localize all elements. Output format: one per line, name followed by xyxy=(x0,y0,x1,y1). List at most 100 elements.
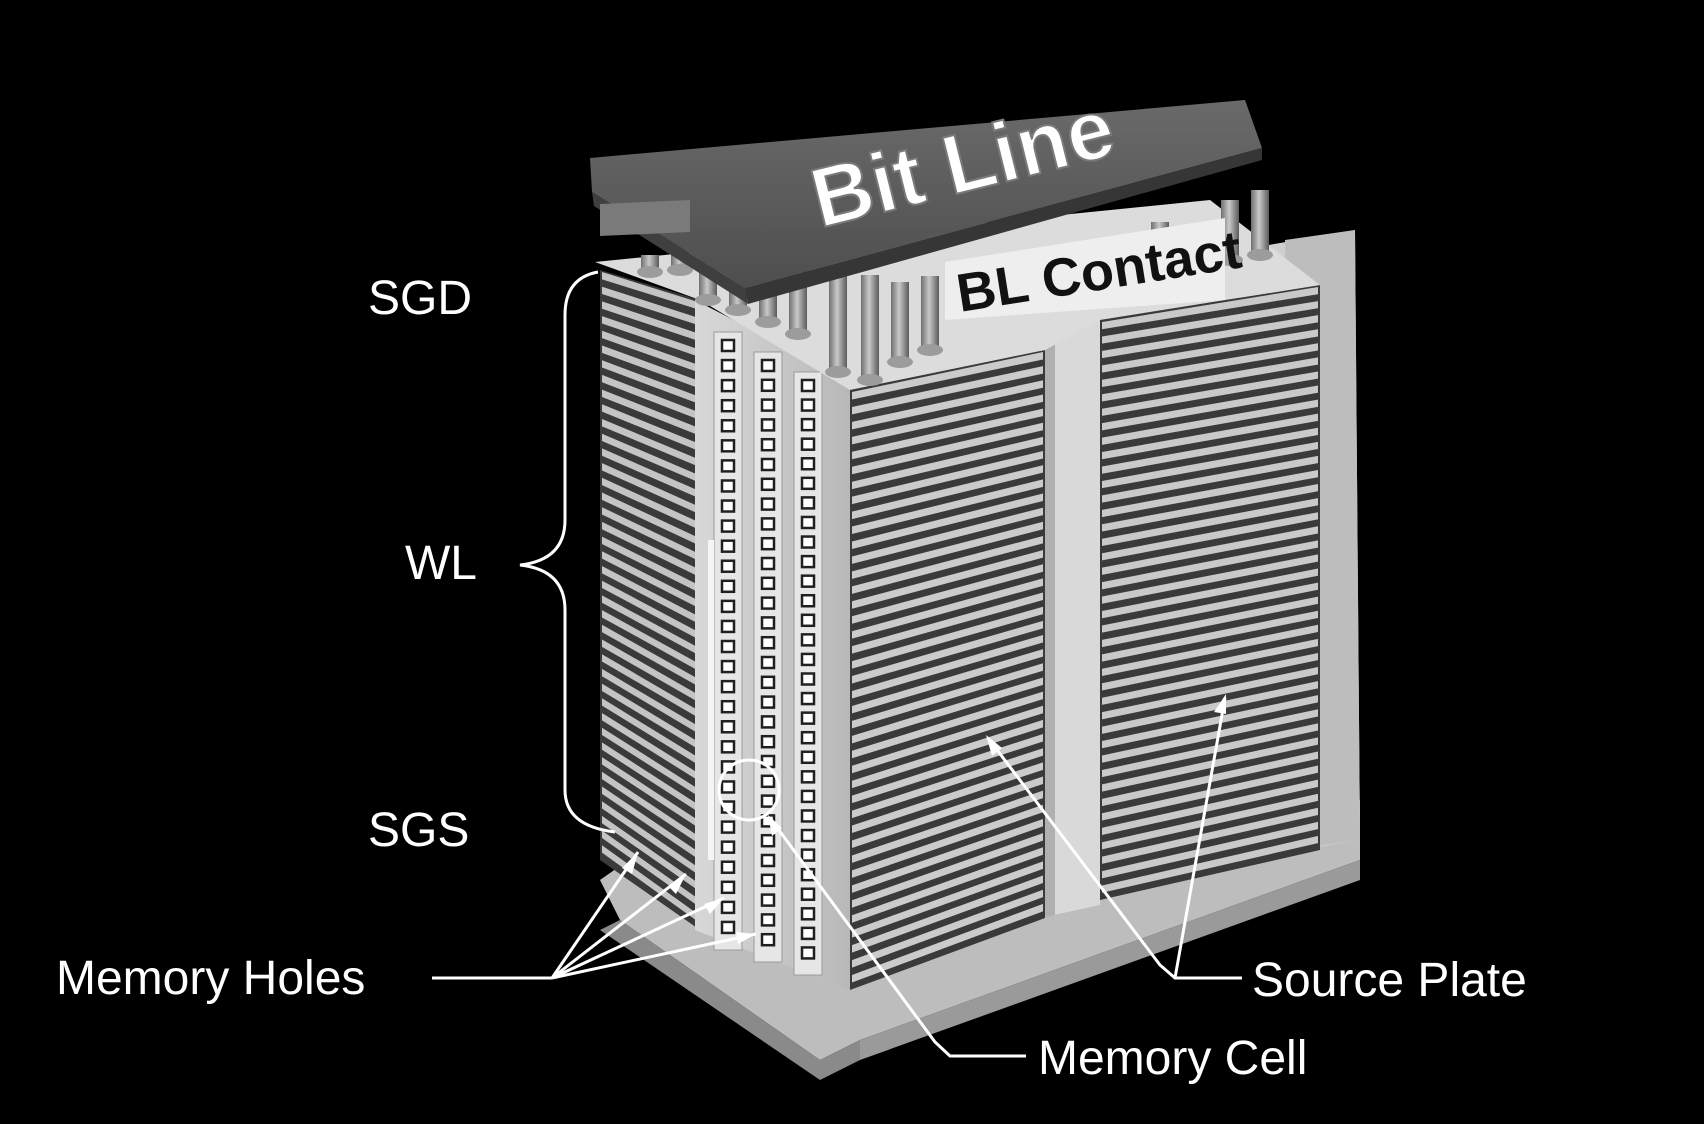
wordline-layer xyxy=(852,366,1043,415)
wordline-layer xyxy=(602,448,698,498)
memory-cell-label: Memory Cell xyxy=(1038,1032,1307,1085)
memory-cell-marker xyxy=(720,559,736,573)
wordline-layer xyxy=(1102,667,1318,720)
memory-cell-marker xyxy=(720,820,736,834)
wordline-layer xyxy=(602,360,698,404)
memory-cell-marker xyxy=(720,419,736,433)
memory-cell-marker xyxy=(800,496,816,510)
memory-cell-marker xyxy=(800,789,816,804)
memory-cell-marker xyxy=(760,774,776,789)
memory-cell-marker xyxy=(760,497,776,511)
wordline-layer xyxy=(852,352,1043,400)
wordline-layer xyxy=(852,635,1043,699)
wordline-layer xyxy=(602,389,698,435)
memory-cell-marker xyxy=(760,358,776,373)
wordline-stack-left xyxy=(600,270,700,930)
memory-cell-marker xyxy=(760,437,776,452)
wordline-layer xyxy=(602,639,698,702)
memory-cell-marker xyxy=(760,794,776,808)
wordline-layer xyxy=(602,610,698,671)
wordline-layer xyxy=(1102,596,1318,648)
wordline-layer xyxy=(602,301,698,341)
memory-cell-marker xyxy=(720,619,736,634)
wordline-layer xyxy=(852,521,1043,579)
memory-cell-marker xyxy=(800,946,816,960)
wordline-layer xyxy=(602,330,698,373)
wordline-layer xyxy=(852,889,1043,968)
memory-cell-marker xyxy=(800,907,816,921)
memory-cell-marker xyxy=(720,378,736,393)
pillar-cap xyxy=(857,374,883,386)
wordline-layer xyxy=(602,536,698,592)
memory-cell-marker xyxy=(800,613,816,628)
wordline-layer xyxy=(602,727,698,797)
wordline-layer xyxy=(1102,807,1318,864)
memory-cell-marker xyxy=(760,418,776,432)
memory-cell-marker xyxy=(760,378,776,393)
bit-line-plate xyxy=(590,100,1262,304)
wordline-layer xyxy=(852,677,1043,744)
wordline-layer xyxy=(852,436,1043,490)
wordline-layer xyxy=(852,606,1043,669)
memory-cell-marker xyxy=(800,554,816,569)
memory-cell-marker xyxy=(800,437,816,451)
memory-cell-marker xyxy=(760,655,776,670)
pillar-cap xyxy=(695,294,721,306)
wordline-layer xyxy=(1102,765,1318,821)
wordline-layer xyxy=(602,668,698,734)
wordline-layer xyxy=(602,757,698,828)
memory-cell-marker xyxy=(800,750,816,765)
memory-cell-marker xyxy=(720,699,736,714)
pillar-cap xyxy=(917,344,943,356)
memory-cell-marker xyxy=(800,398,816,412)
wordline-layer xyxy=(602,580,698,640)
wordline-layer xyxy=(1102,737,1318,792)
wordline-layer xyxy=(602,683,698,749)
memory-cell-marker xyxy=(760,695,776,709)
memory-cell-marker xyxy=(800,417,816,432)
wordline-layer xyxy=(1102,723,1318,778)
wordline-layer xyxy=(602,624,698,687)
memory-cell-marker xyxy=(800,770,816,784)
memory-cell-marker xyxy=(720,439,736,453)
memory-cell-marker xyxy=(760,556,776,571)
bl-contact-pillar xyxy=(921,276,939,350)
wordline-layer xyxy=(1102,554,1318,604)
memory-cell-marker xyxy=(720,519,736,533)
wordline-layer xyxy=(1102,385,1318,431)
memory-cell-marker xyxy=(800,574,816,588)
memory-cell-marker xyxy=(800,515,816,530)
memory-cell-marker xyxy=(760,635,776,650)
wordline-layer xyxy=(602,742,698,812)
pillar-cap xyxy=(755,316,781,328)
wordline-layer xyxy=(602,433,698,483)
memory-cell-marker xyxy=(720,860,736,874)
wordline-layer xyxy=(1102,371,1318,416)
bl-contact-pillar xyxy=(891,282,909,362)
source-plate-arrowheads xyxy=(986,694,1226,756)
wordline-layer xyxy=(852,465,1043,520)
wl-label: WL xyxy=(405,537,477,590)
wordline-layer xyxy=(852,578,1043,639)
wordline-layer xyxy=(852,493,1043,549)
wordline-layer xyxy=(852,507,1043,564)
wordline-layer xyxy=(602,771,698,844)
wordline-layer xyxy=(602,463,698,514)
memory-cell-marker xyxy=(760,398,776,412)
memory-cell-marker xyxy=(720,900,736,915)
wordline-layer xyxy=(852,422,1043,475)
wordline-layer xyxy=(602,551,698,608)
memory-cell-marker xyxy=(800,711,816,725)
wordline-layer xyxy=(1102,681,1318,734)
wordline-layer xyxy=(1102,821,1318,879)
memory-cell-marker xyxy=(760,853,776,868)
sgd-label: SGD xyxy=(368,272,472,325)
pillar-cap xyxy=(725,304,751,316)
wordline-layer xyxy=(602,507,698,561)
memory-cell-marker xyxy=(720,499,736,513)
wordline-layer xyxy=(1102,315,1318,359)
wordline-layer xyxy=(852,691,1043,759)
memory-cell-marker xyxy=(800,848,816,862)
wordline-layer xyxy=(602,374,698,420)
